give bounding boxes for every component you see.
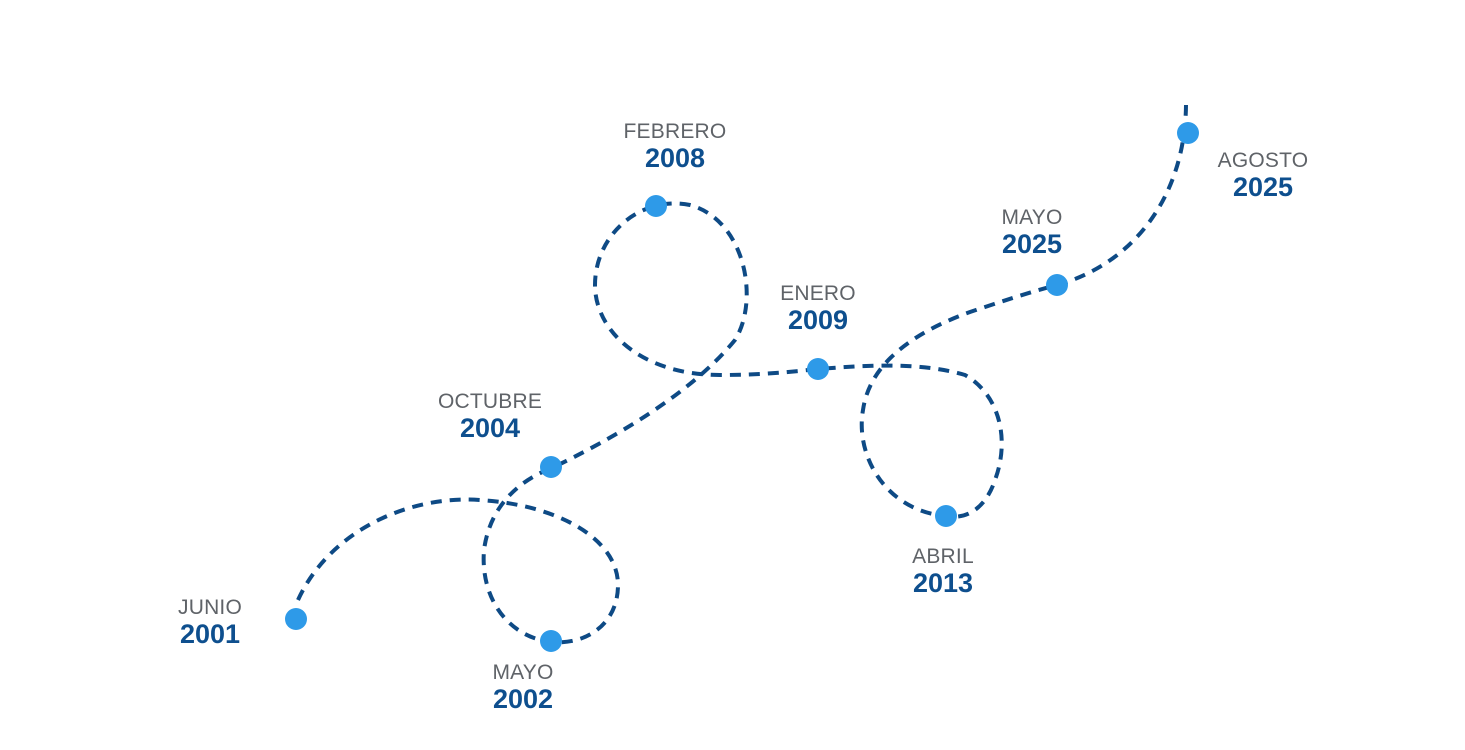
milestone-label-2013-abril: ABRIL 2013 [873,546,1013,597]
milestone-year: 2025 [1232,172,1294,202]
milestone-dot-2025-agosto [1177,122,1199,144]
milestone-month: FEBRERO [623,120,727,143]
milestone-year: 2004 [459,413,521,443]
milestone-dot-2009-enero [807,358,829,380]
timeline-dashed-path [296,104,1188,645]
milestone-month: ABRIL [912,545,974,568]
milestone-month: MAYO [1001,206,1063,229]
milestone-dot-2002-mayo [540,630,562,652]
milestone-year: 2001 [179,619,241,649]
milestone-dot-2004-octubre [540,456,562,478]
milestone-dot-2013-abril [935,505,957,527]
milestone-month: MAYO [492,661,554,684]
milestone-year: 2002 [492,684,554,714]
milestone-label-2009-enero: ENERO 2009 [748,283,888,334]
milestone-year: 2025 [1001,229,1063,259]
milestone-label-2004-octubre: OCTUBRE 2004 [420,391,560,442]
milestone-dot-2008-febrero [645,195,667,217]
milestone-year: 2013 [912,568,974,598]
milestone-month: AGOSTO [1217,149,1309,172]
milestone-dot-2025-mayo [1046,274,1068,296]
milestone-month: OCTUBRE [437,390,543,413]
milestone-label-2025-mayo: MAYO 2025 [962,207,1102,258]
milestone-label-2001-junio: JUNIO 2001 [140,597,280,648]
milestone-month: JUNIO [178,596,242,619]
milestone-label-2002-mayo: MAYO 2002 [453,662,593,713]
milestone-year: 2008 [644,143,706,173]
milestone-month: ENERO [780,282,856,305]
milestone-label-2008-febrero: FEBRERO 2008 [605,121,745,172]
milestone-label-2025-agosto: AGOSTO 2025 [1193,150,1333,201]
milestone-dot-2001-junio [285,608,307,630]
milestone-year: 2009 [787,305,849,335]
